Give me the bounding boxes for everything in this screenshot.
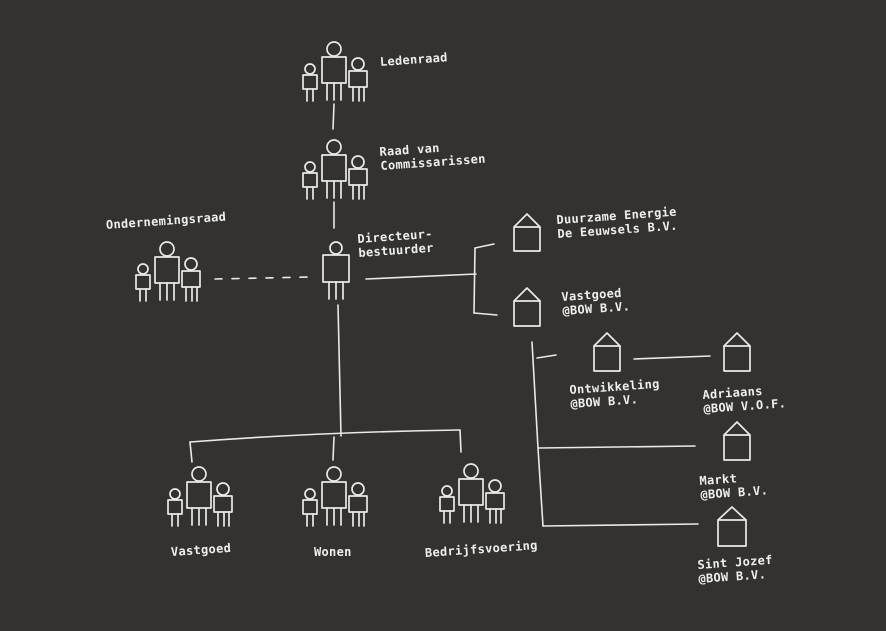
house-icon [592,330,622,379]
people-group-icon [165,465,237,534]
house-icon [512,285,542,334]
house-icon [512,211,542,260]
people-group-icon [133,240,205,309]
node-label-directeur-bestuurder: Directeur- bestuurder [357,226,435,260]
people-group-icon [300,465,372,534]
line-ledenraad-raad [332,103,335,130]
node-label-wonen: Wonen [314,545,352,559]
node-label-vastgoed-bv: Vastgoed @BOW B.V. [561,285,631,318]
line-dept-wonen [332,436,335,461]
line-bracket-duurzame [474,243,495,249]
house-icon [722,419,752,468]
node-label-adriaans: Adriaans @BOW V.O.F. [702,383,787,416]
line-department-bar [189,429,461,443]
line-ontwikkeling-adriaans [633,355,711,360]
line-to-markt [538,445,696,449]
line-to-sintjozef [542,523,699,527]
node-label-markt: Markt @BOW B.V. [699,471,769,502]
house-icon [716,504,748,555]
people-group-icon [437,462,509,531]
people-group-icon [300,40,372,109]
line-directeur-down [337,304,342,437]
people-group-icon [300,138,372,207]
line-bracket-vastgoed [473,312,498,316]
line-dept-vastgoed [189,441,193,463]
line-directeur-bracket [365,273,477,280]
house-icon [722,330,752,379]
line-ondernemingsraad-directeur [214,276,311,280]
line-to-ontwikkeling [536,354,557,359]
person-icon [320,240,352,307]
line-vastgoed-vertical [531,341,544,527]
line-dept-bedrijfsvoering [459,429,462,453]
node-label-sint-jozef: Sint Jozef @BOW B.V. [697,552,774,586]
line-bracket-vertical [473,247,476,314]
